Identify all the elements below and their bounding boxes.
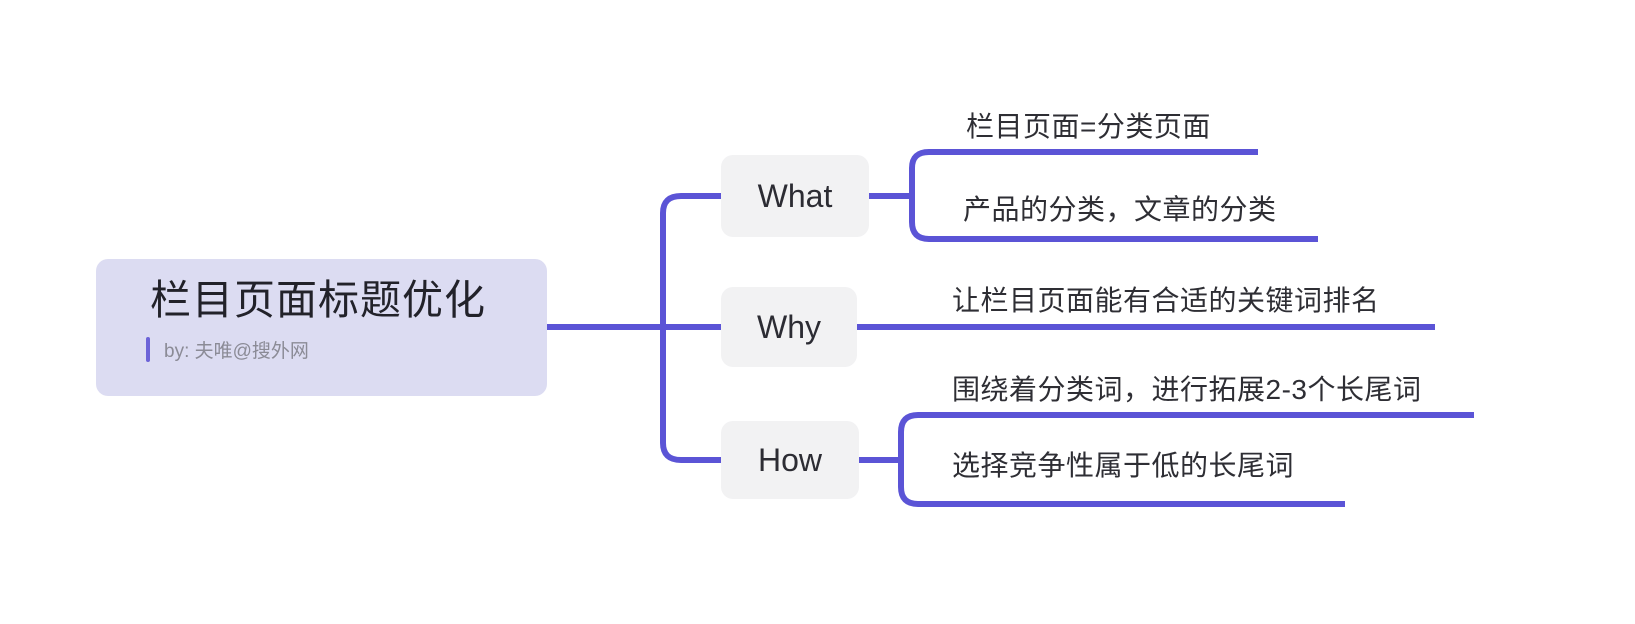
accent-bar-icon xyxy=(146,337,150,363)
edge-how-down xyxy=(898,460,1345,507)
edge-what-down xyxy=(909,196,1318,242)
edge-what-up xyxy=(909,149,1258,196)
edge-spine-up xyxy=(660,193,721,327)
root-node-subtitle-row: by: 夫唯@搜外网 xyxy=(96,336,547,363)
root-node-title: 栏目页面标题优化 xyxy=(150,277,486,323)
root-node-subtitle: by: 夫唯@搜外网 xyxy=(164,341,309,363)
leaf-node-what-2[interactable]: 产品的分类，文章的分类 xyxy=(963,194,1277,225)
branch-node-how[interactable]: How xyxy=(721,421,859,499)
leaf-node-why-1[interactable]: 让栏目页面能有合适的关键词排名 xyxy=(952,285,1380,316)
edge-spine-down xyxy=(660,327,721,463)
root-node[interactable]: 栏目页面标题优化 by: 夫唯@搜外网 xyxy=(96,259,547,396)
branch-node-what[interactable]: What xyxy=(721,155,869,237)
edge-how-up xyxy=(898,412,1474,460)
leaf-node-what-1[interactable]: 栏目页面=分类页面 xyxy=(966,111,1211,142)
branch-node-why[interactable]: Why xyxy=(721,287,857,367)
leaf-node-how-2[interactable]: 选择竞争性属于低的长尾词 xyxy=(952,450,1295,481)
leaf-node-how-1[interactable]: 围绕着分类词，进行拓展2-3个长尾词 xyxy=(952,374,1422,405)
